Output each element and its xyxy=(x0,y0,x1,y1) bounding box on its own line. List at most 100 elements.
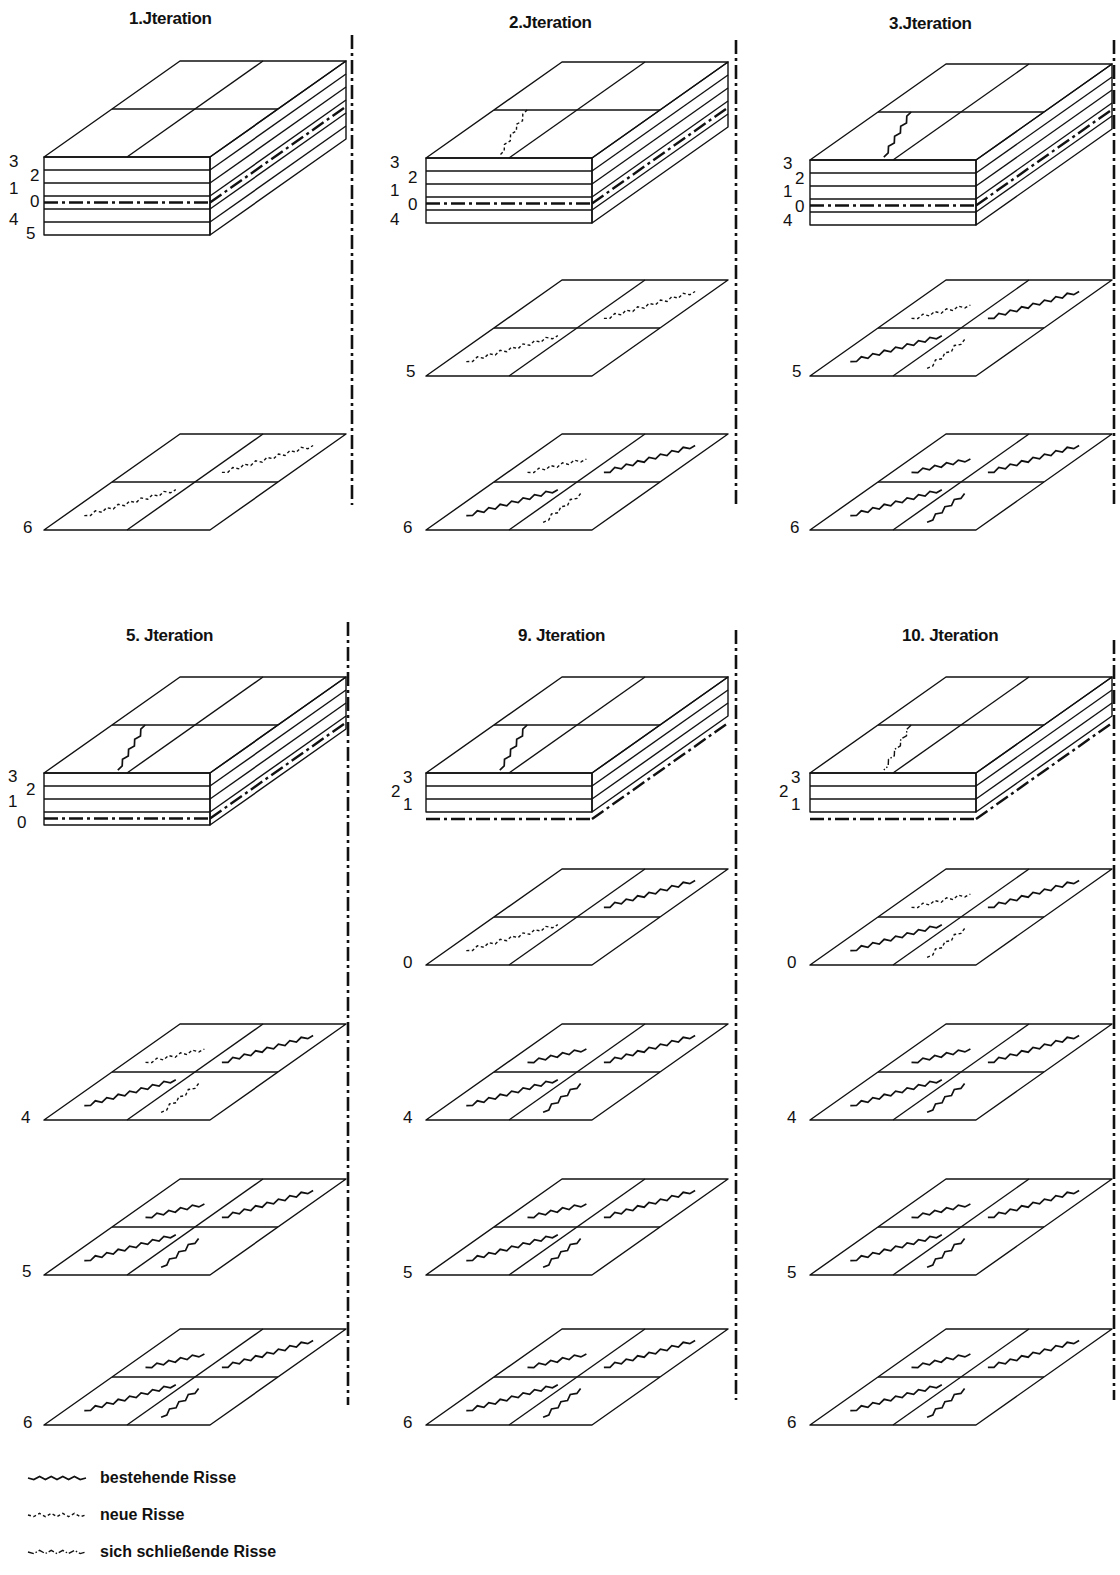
slab-side xyxy=(210,61,346,235)
crack-line xyxy=(927,1084,965,1113)
layer-number: 5 xyxy=(26,225,35,242)
layer-number: 2 xyxy=(408,169,417,186)
layer-number: 0 xyxy=(17,814,26,831)
center-line xyxy=(1113,40,1116,505)
crack-line xyxy=(161,1084,199,1113)
layer-number: 5 xyxy=(787,1264,796,1281)
slab-front xyxy=(810,160,976,225)
layer-plate xyxy=(810,1329,1112,1425)
layer-number: 3 xyxy=(9,153,18,170)
layer-number: 4 xyxy=(21,1109,30,1126)
crack-line xyxy=(988,292,1079,319)
slab-top xyxy=(426,677,728,773)
layer-number: 0 xyxy=(408,196,417,213)
layer-number: 4 xyxy=(783,212,792,229)
crack-line xyxy=(850,1385,942,1411)
crack-line xyxy=(118,725,145,770)
crack-line xyxy=(528,1204,587,1218)
layer-line xyxy=(592,88,728,184)
crack-line xyxy=(466,1385,558,1411)
slab-side xyxy=(592,62,728,223)
layer-line xyxy=(810,798,976,799)
crack-line xyxy=(28,1476,86,1479)
layer-line xyxy=(810,172,976,173)
crack-line xyxy=(146,1204,205,1218)
layer-plate xyxy=(44,1179,346,1275)
center-line xyxy=(351,35,354,505)
grid-line xyxy=(878,724,1044,725)
grid-line xyxy=(494,1226,660,1227)
layer-number: 0 xyxy=(403,954,412,971)
grid-line xyxy=(112,724,278,725)
crack-line xyxy=(543,494,581,523)
layer-plate xyxy=(810,280,1112,376)
grid-line xyxy=(112,481,278,482)
layer-plate xyxy=(44,434,346,530)
crack-line xyxy=(850,490,942,516)
slab-side xyxy=(210,677,346,825)
layer-number: 2 xyxy=(30,167,39,184)
layer-line xyxy=(210,113,346,209)
layer-number: 3 xyxy=(8,768,17,785)
crack-line xyxy=(988,446,1079,473)
grid-line xyxy=(494,916,660,917)
crack-line xyxy=(146,1354,205,1368)
layer-number: 0 xyxy=(30,193,39,210)
layer-line xyxy=(976,90,1112,186)
layer-number: 1 xyxy=(390,182,399,199)
layer-plate xyxy=(810,869,1112,965)
crack-line xyxy=(543,1239,581,1268)
grid-line xyxy=(494,481,660,482)
iteration-title: 3.Jteration xyxy=(889,15,972,32)
layer-line xyxy=(592,114,728,210)
center-line xyxy=(44,817,210,819)
center-line xyxy=(1113,640,1116,1400)
crack-line xyxy=(912,1049,971,1063)
iteration-title: 10. Jteration xyxy=(902,627,998,644)
center-line xyxy=(592,108,728,204)
center-line xyxy=(210,723,346,819)
crack-line xyxy=(604,1341,695,1368)
slab-front xyxy=(44,773,210,825)
layer-number: 1 xyxy=(783,183,792,200)
slab-side xyxy=(592,677,728,812)
grid-line xyxy=(494,1071,660,1072)
slab-top xyxy=(810,64,1112,160)
grid-line xyxy=(878,1226,1044,1227)
layer-line xyxy=(210,126,346,222)
layer-plate xyxy=(426,1024,728,1120)
grid-line xyxy=(494,109,660,110)
crack-line xyxy=(543,1084,581,1113)
grid-line xyxy=(494,724,660,725)
crack-line xyxy=(912,894,971,908)
crack-line xyxy=(604,1036,695,1063)
layer-number: 6 xyxy=(787,1414,796,1431)
layer-line xyxy=(426,785,592,786)
grid-line xyxy=(112,108,278,109)
layer-line xyxy=(426,183,592,184)
layer-number: 6 xyxy=(23,519,32,536)
crack-line xyxy=(528,459,587,473)
layer-plate xyxy=(426,869,728,965)
crack-line xyxy=(84,1385,176,1411)
crack-line xyxy=(988,1036,1079,1063)
center-line xyxy=(592,723,728,819)
layer-line xyxy=(44,811,210,812)
layer-number: 6 xyxy=(403,1414,412,1431)
center-line xyxy=(44,201,210,203)
crack-line xyxy=(466,336,558,362)
crack-line xyxy=(28,1550,86,1553)
center-line xyxy=(810,818,976,820)
crack-line xyxy=(466,1235,558,1261)
layer-line xyxy=(810,185,976,186)
crack-line xyxy=(927,1239,965,1268)
crack-line xyxy=(988,881,1079,908)
slab-front xyxy=(426,773,592,812)
center-line xyxy=(347,622,350,1405)
center-line xyxy=(735,630,738,1400)
crack-line xyxy=(988,1191,1079,1218)
crack-line xyxy=(927,1389,965,1418)
crack-line xyxy=(604,1191,695,1218)
layer-number: 6 xyxy=(403,519,412,536)
